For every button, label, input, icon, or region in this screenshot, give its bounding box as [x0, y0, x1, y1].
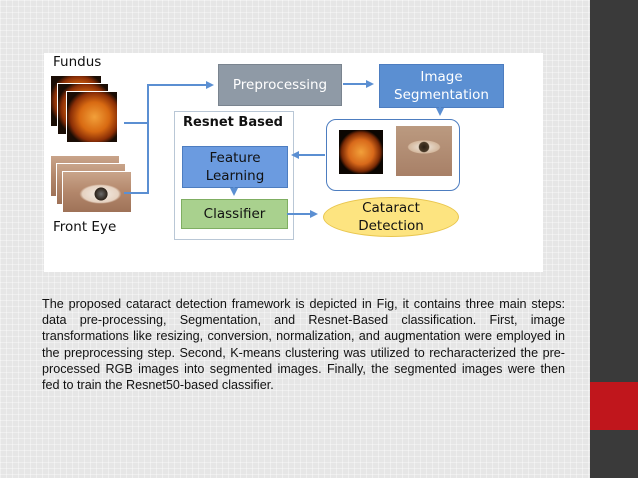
segmented-eye-image: [396, 126, 452, 176]
front-eye-image-3: [62, 171, 132, 213]
framework-diagram: Fundus Front Eye Preprocessing Image Seg…: [44, 53, 543, 272]
classifier-box: Classifier: [181, 199, 288, 229]
front-eye-label: Front Eye: [53, 219, 117, 235]
image-segmentation-line-1: Image: [420, 69, 463, 85]
fundus-image-3: [66, 91, 118, 143]
flow-arrows: [124, 53, 444, 218]
feature-learning-line-2: Learning: [205, 168, 265, 184]
cataract-detection-line-1: Cataract: [362, 200, 420, 216]
caption-paragraph: The proposed cataract detection framewor…: [42, 297, 565, 393]
image-segmentation-line-2: Segmentation: [394, 87, 489, 103]
arrow-inputs-to-preprocessing: [124, 85, 212, 194]
sidebar-accent-block: [590, 382, 638, 430]
preprocessing-box: Preprocessing: [218, 64, 342, 106]
segmented-fundus-image: [339, 130, 383, 174]
resnet-based-title: Resnet Based: [183, 115, 283, 130]
feature-learning-box: Feature Learning: [182, 146, 288, 188]
cataract-detection-line-2: Detection: [358, 218, 424, 234]
fundus-label: Fundus: [53, 54, 102, 70]
feature-learning-line-1: Feature: [209, 150, 261, 166]
cataract-detection-ellipse: Cataract Detection: [323, 197, 459, 237]
image-segmentation-box: Image Segmentation: [379, 64, 504, 108]
